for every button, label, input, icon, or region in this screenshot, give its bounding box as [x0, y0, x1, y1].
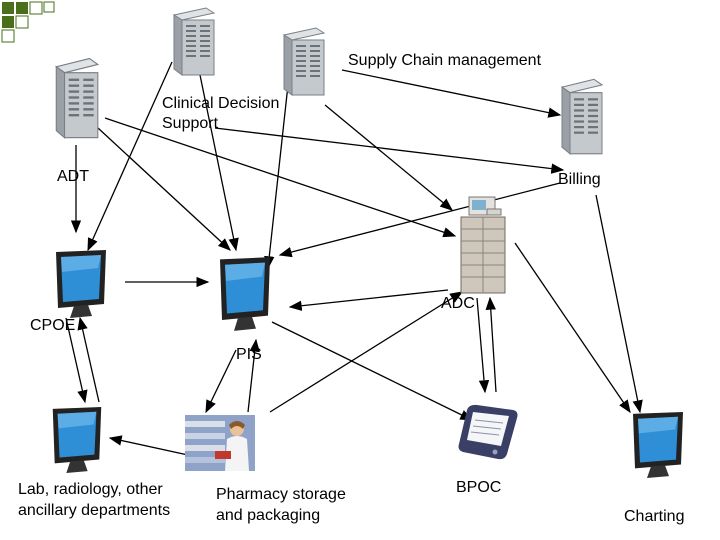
pharmacy-photo [185, 415, 255, 471]
arrow-lab-cpoe [77, 316, 100, 403]
monitor-icon [220, 257, 270, 331]
label-adc: ADC [441, 295, 475, 312]
monitor-icon [633, 411, 683, 479]
label-pharmacy: Pharmacy storage and packaging [216, 486, 346, 524]
arrow-pharmacy-lab [108, 435, 189, 456]
monitor-cpoe [48, 248, 114, 325]
corner-decoration [0, 0, 60, 50]
monitor-pis [212, 255, 278, 338]
monitor-lab [45, 405, 109, 480]
arrow-pis-pharmacy [205, 349, 237, 414]
label-clinical-decision-support: Clinical Decision Support [162, 95, 280, 132]
label-pis: PIS [236, 346, 262, 363]
server-icon [560, 78, 604, 155]
monitor-icon [56, 250, 106, 318]
arrow-adt-adc [104, 117, 457, 238]
label-billing: Billing [558, 171, 601, 188]
arrow-adc-bpoc [476, 297, 490, 394]
server-icon [54, 57, 100, 139]
arrow-cpoe-lab [65, 317, 88, 404]
dispensing-cabinet-icon [460, 196, 506, 294]
arrow-bpoc-adc [485, 296, 497, 393]
arrow-supply-charting [514, 242, 631, 414]
label-cpoe: CPOE [30, 317, 76, 334]
arrow-supply-pis [264, 84, 289, 270]
bpoc-device [455, 402, 525, 467]
label-charting: Charting [624, 508, 685, 525]
server-cds [168, 5, 218, 82]
arrow-pharmacy-adc [269, 291, 464, 413]
adc-cabinet [455, 195, 510, 300]
label-adt: ADT [57, 168, 89, 185]
label-lab: Lab, radiology, other ancillary departme… [18, 481, 171, 519]
monitor-charting [625, 410, 691, 485]
arrow-pharmacy-pis [247, 338, 260, 413]
label-bpoc: BPOC [456, 479, 502, 496]
arrow-adc-pis [288, 289, 449, 311]
handheld-device-icon [458, 404, 518, 460]
monitor-icon [52, 406, 102, 474]
arrow-cds-pis [199, 74, 239, 252]
arrow-pis-bpoc [271, 321, 474, 421]
arrow-billing-pis [278, 182, 561, 258]
arrow-supply-billing [341, 69, 562, 118]
arrow-cds-billing [214, 127, 565, 174]
pharmacy-photo [185, 415, 255, 476]
label-supply-chain: Supply Chain management [348, 52, 542, 69]
arrow-billing-charting [595, 194, 643, 414]
server-supply-chain [278, 25, 328, 102]
server-adt [50, 55, 102, 145]
server-icon [282, 27, 326, 96]
server-icon [172, 7, 216, 76]
arrow-cds-cpoe [87, 61, 173, 252]
server-billing [556, 76, 606, 161]
arrow-adt-pis [97, 127, 231, 251]
arrow-supply-adc [324, 104, 454, 211]
